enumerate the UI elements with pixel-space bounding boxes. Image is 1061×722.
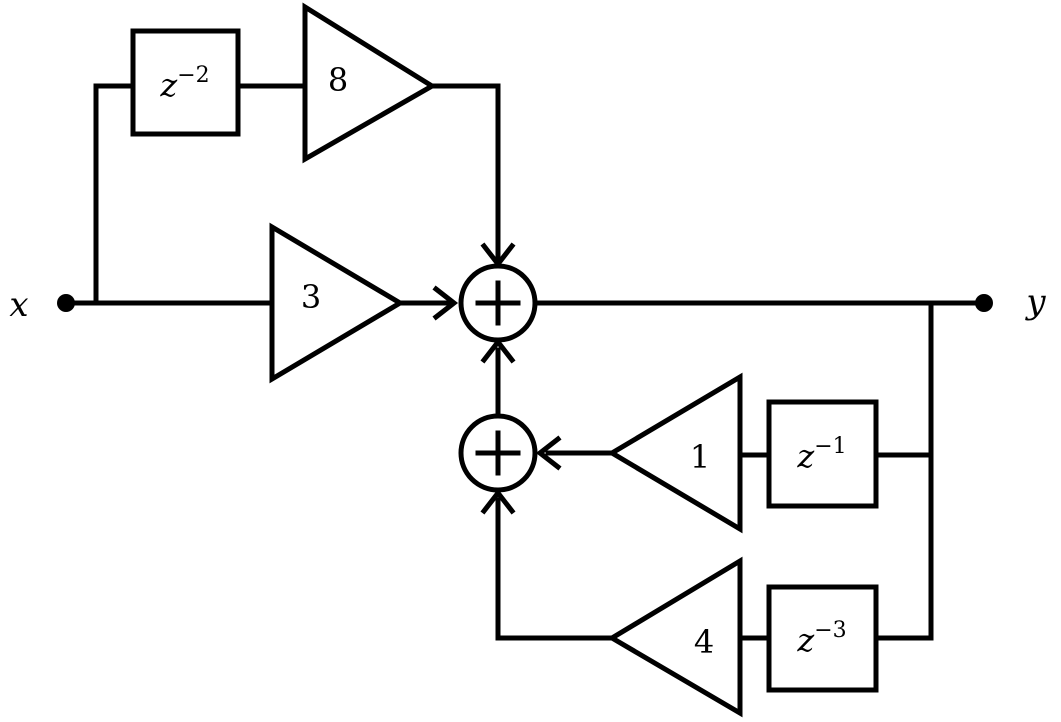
output-label: y: [1024, 282, 1046, 322]
adder-feedback: [458, 413, 538, 493]
gain-block-3: 3: [269, 222, 405, 384]
gain-block-8: 8: [302, 2, 437, 164]
delay-block-z3: z−3: [766, 584, 879, 693]
delay-base: z: [796, 621, 815, 659]
gain-block-1: 1: [607, 372, 743, 534]
delay-base: z: [159, 66, 178, 104]
gain-value: 3: [301, 278, 321, 316]
svg-text:z−1: z−1: [796, 434, 846, 475]
wires: [63, 83, 987, 641]
adder-main: [458, 263, 538, 343]
input-label: x: [9, 285, 28, 325]
input-terminal: [57, 294, 75, 312]
delay-base: z: [796, 437, 815, 475]
gain-value: 4: [694, 623, 714, 661]
gain-value: 1: [690, 438, 710, 476]
arrow-up-icon: [480, 488, 516, 515]
delay-exponent: −2: [177, 63, 209, 88]
output-terminal: [975, 294, 993, 312]
arrowheads: [432, 242, 562, 515]
delay-exponent: −1: [814, 434, 846, 459]
delay-block-z2: z−2: [130, 28, 241, 137]
arrow-left-icon: [535, 435, 562, 471]
gain-value: 8: [328, 61, 348, 99]
feedback-vertical-wire: [873, 300, 934, 641]
svg-text:z−2: z−2: [159, 63, 209, 104]
gain4-to-adder-wire: [495, 497, 615, 641]
gain-block-4: 4: [607, 556, 743, 718]
delay-exponent: −3: [814, 618, 846, 643]
delay-block-z1: z−1: [766, 399, 879, 509]
branch-wire-top: [93, 83, 136, 306]
arrow-right-icon: [432, 285, 459, 321]
svg-text:z−3: z−3: [796, 618, 846, 659]
gain8-to-adder-wire: [429, 83, 501, 265]
